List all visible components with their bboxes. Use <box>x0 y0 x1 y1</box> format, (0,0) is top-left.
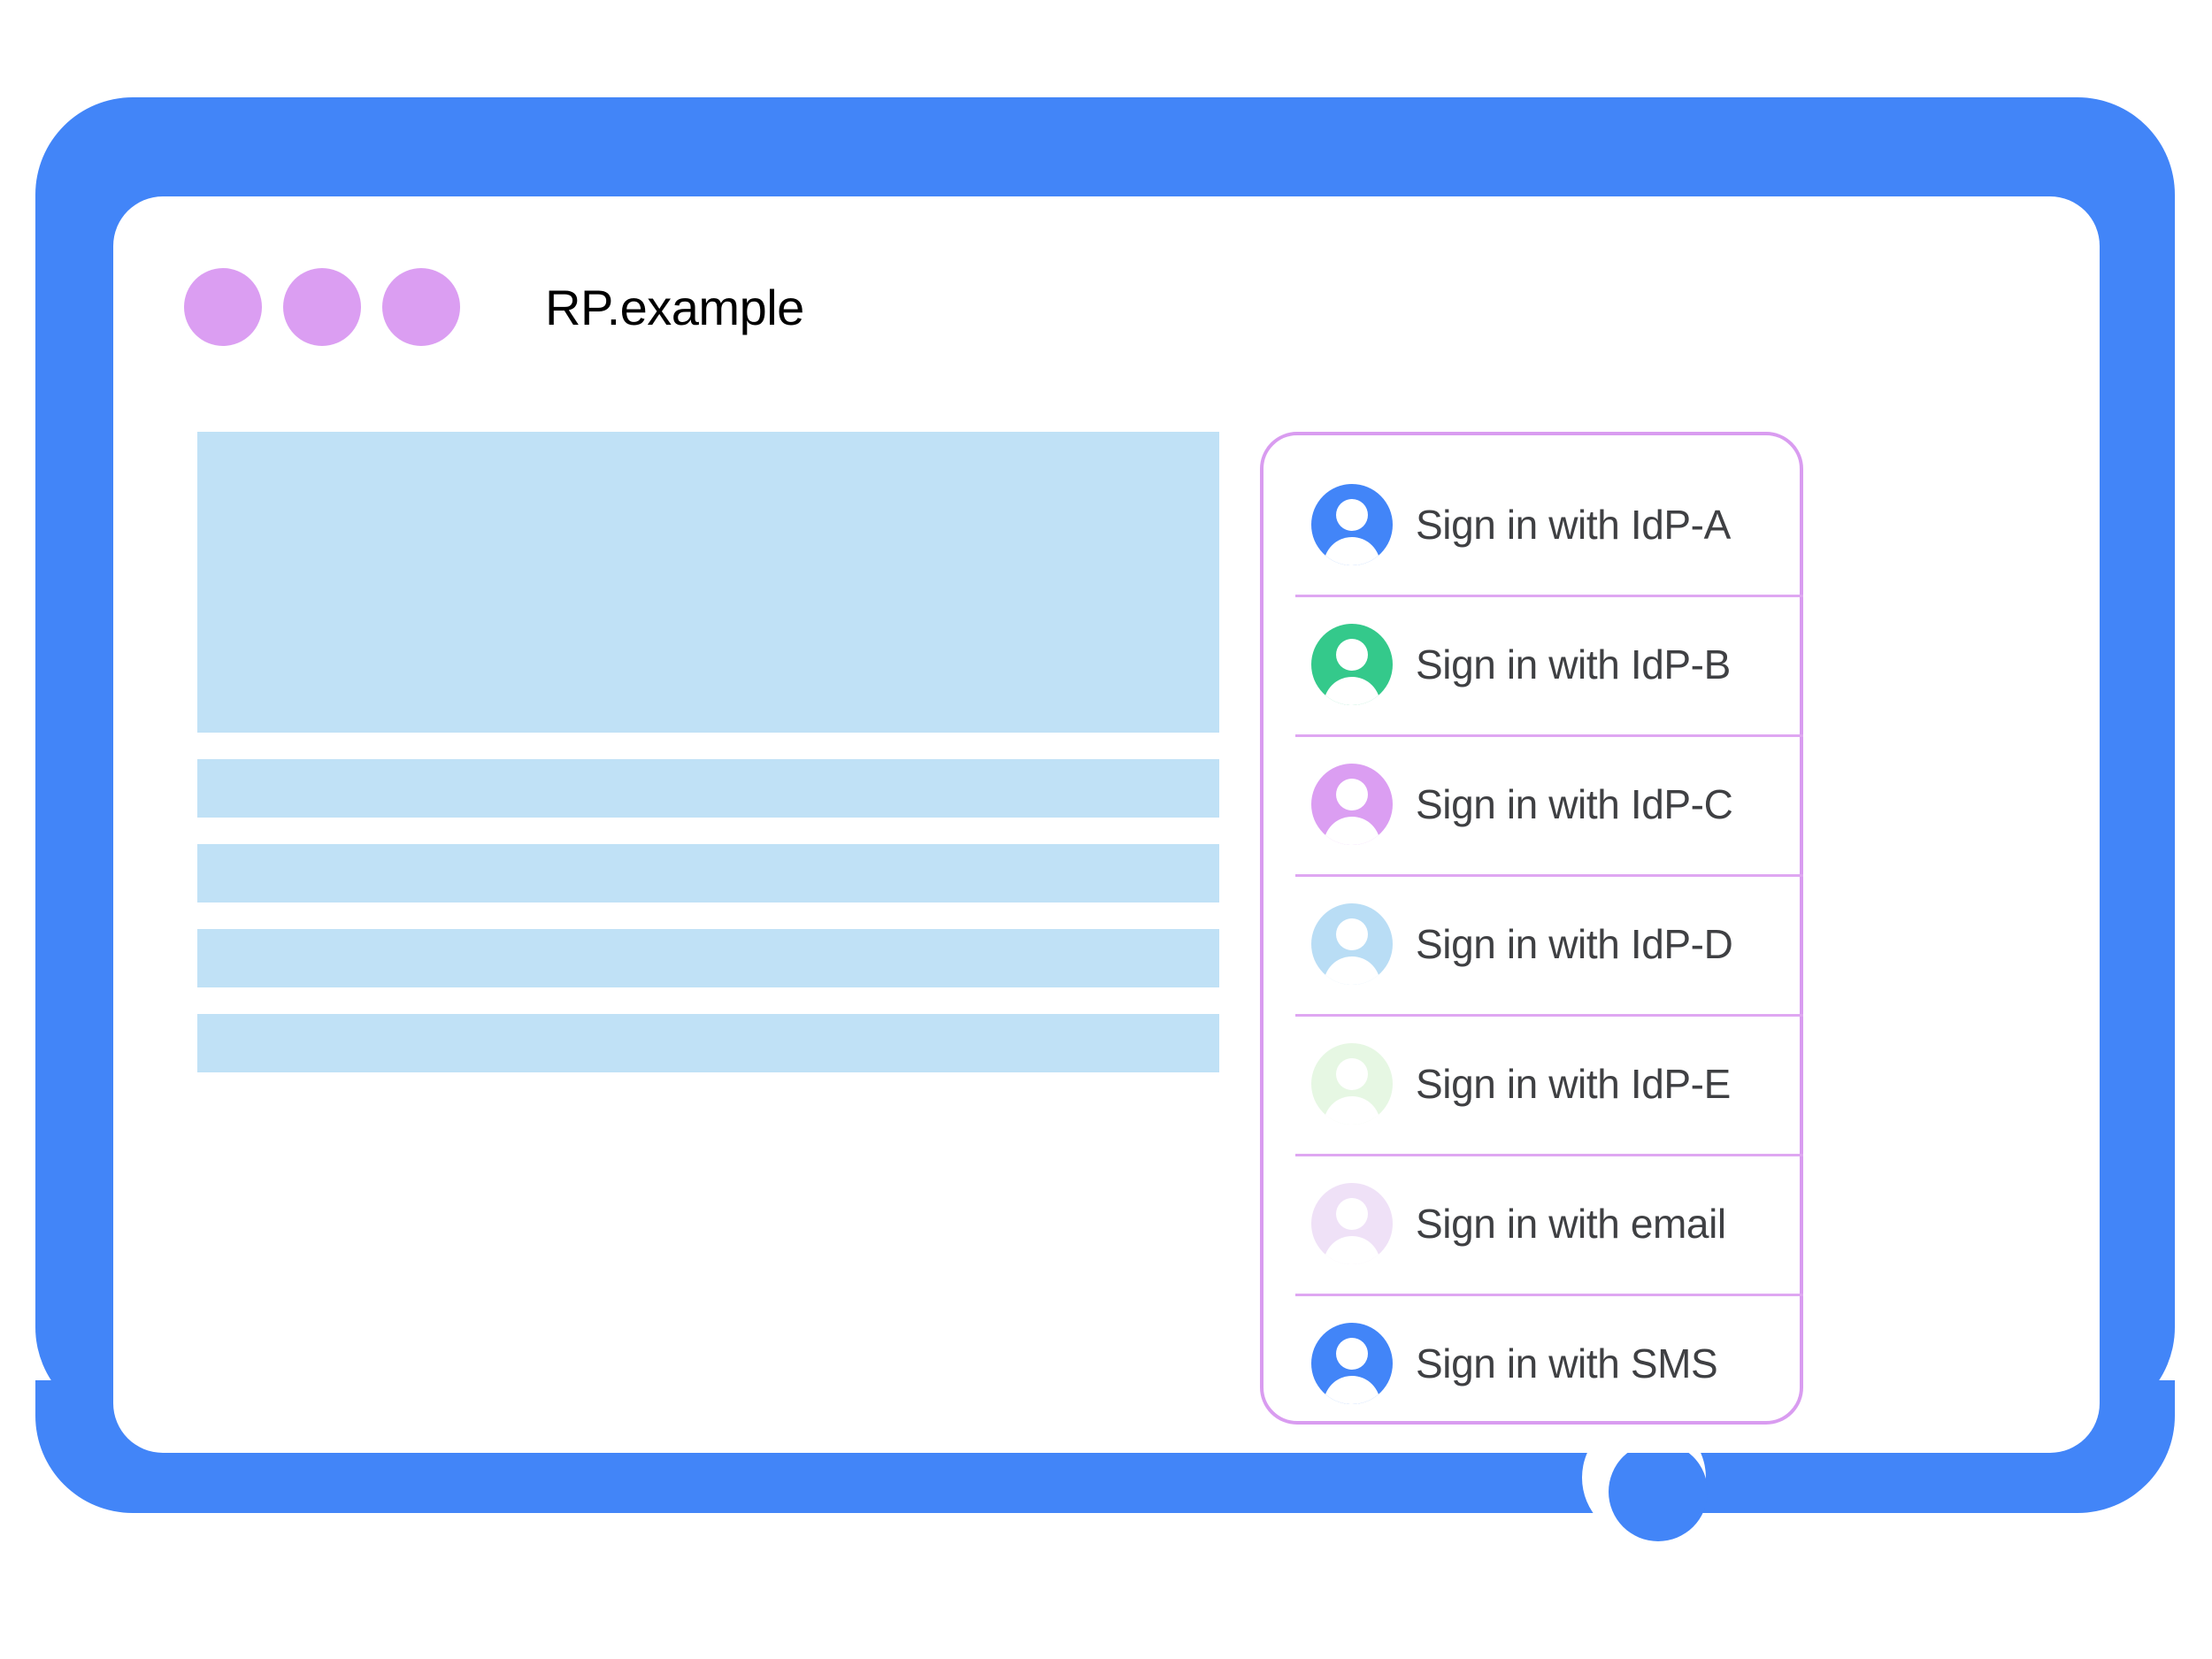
signin-options-list: Sign in with IdP-A Sign in with IdP-B Si… <box>1263 455 1803 1433</box>
text-placeholder-4 <box>197 1014 1219 1072</box>
signin-option-label: Sign in with IdP-B <box>1416 641 1731 687</box>
person-avatar-icon <box>1311 764 1393 845</box>
signin-option-idp-b[interactable]: Sign in with IdP-B <box>1263 595 1803 734</box>
signin-option-email[interactable]: Sign in with email <box>1263 1154 1803 1294</box>
text-placeholder-1 <box>197 759 1219 818</box>
signin-option-label: Sign in with IdP-E <box>1416 1061 1731 1107</box>
home-button[interactable] <box>1609 1442 1708 1541</box>
page-title: RP.example <box>545 279 804 335</box>
person-avatar-icon <box>1311 624 1393 705</box>
page-content-placeholders <box>197 432 1219 1099</box>
browser-titlebar: RP.example <box>184 258 804 356</box>
signin-option-sms[interactable]: Sign in with SMS <box>1263 1294 1803 1433</box>
window-dot-3[interactable] <box>382 268 460 346</box>
window-dot-2[interactable] <box>283 268 361 346</box>
hero-placeholder <box>197 432 1219 733</box>
signin-option-idp-d[interactable]: Sign in with IdP-D <box>1263 874 1803 1014</box>
person-avatar-icon <box>1311 1183 1393 1264</box>
signin-option-label: Sign in with email <box>1416 1201 1726 1247</box>
person-avatar-icon <box>1311 484 1393 565</box>
window-dot-1[interactable] <box>184 268 262 346</box>
text-placeholder-3 <box>197 929 1219 987</box>
signin-option-label: Sign in with IdP-C <box>1416 781 1733 827</box>
signin-option-label: Sign in with IdP-D <box>1416 921 1733 967</box>
signin-option-idp-a[interactable]: Sign in with IdP-A <box>1263 455 1800 595</box>
person-avatar-icon <box>1311 903 1393 985</box>
text-placeholder-2 <box>197 844 1219 902</box>
signin-option-label: Sign in with IdP-A <box>1416 502 1731 548</box>
person-avatar-icon <box>1311 1323 1393 1404</box>
signin-account-chooser-card: Sign in with IdP-A Sign in with IdP-B Si… <box>1260 432 1803 1425</box>
signin-option-idp-c[interactable]: Sign in with IdP-C <box>1263 734 1803 874</box>
signin-option-label: Sign in with SMS <box>1416 1340 1718 1386</box>
browser-screen: RP.example Sign in with IdP-A <box>113 196 2100 1453</box>
person-avatar-icon <box>1311 1043 1393 1125</box>
signin-option-idp-e[interactable]: Sign in with IdP-E <box>1263 1014 1803 1154</box>
